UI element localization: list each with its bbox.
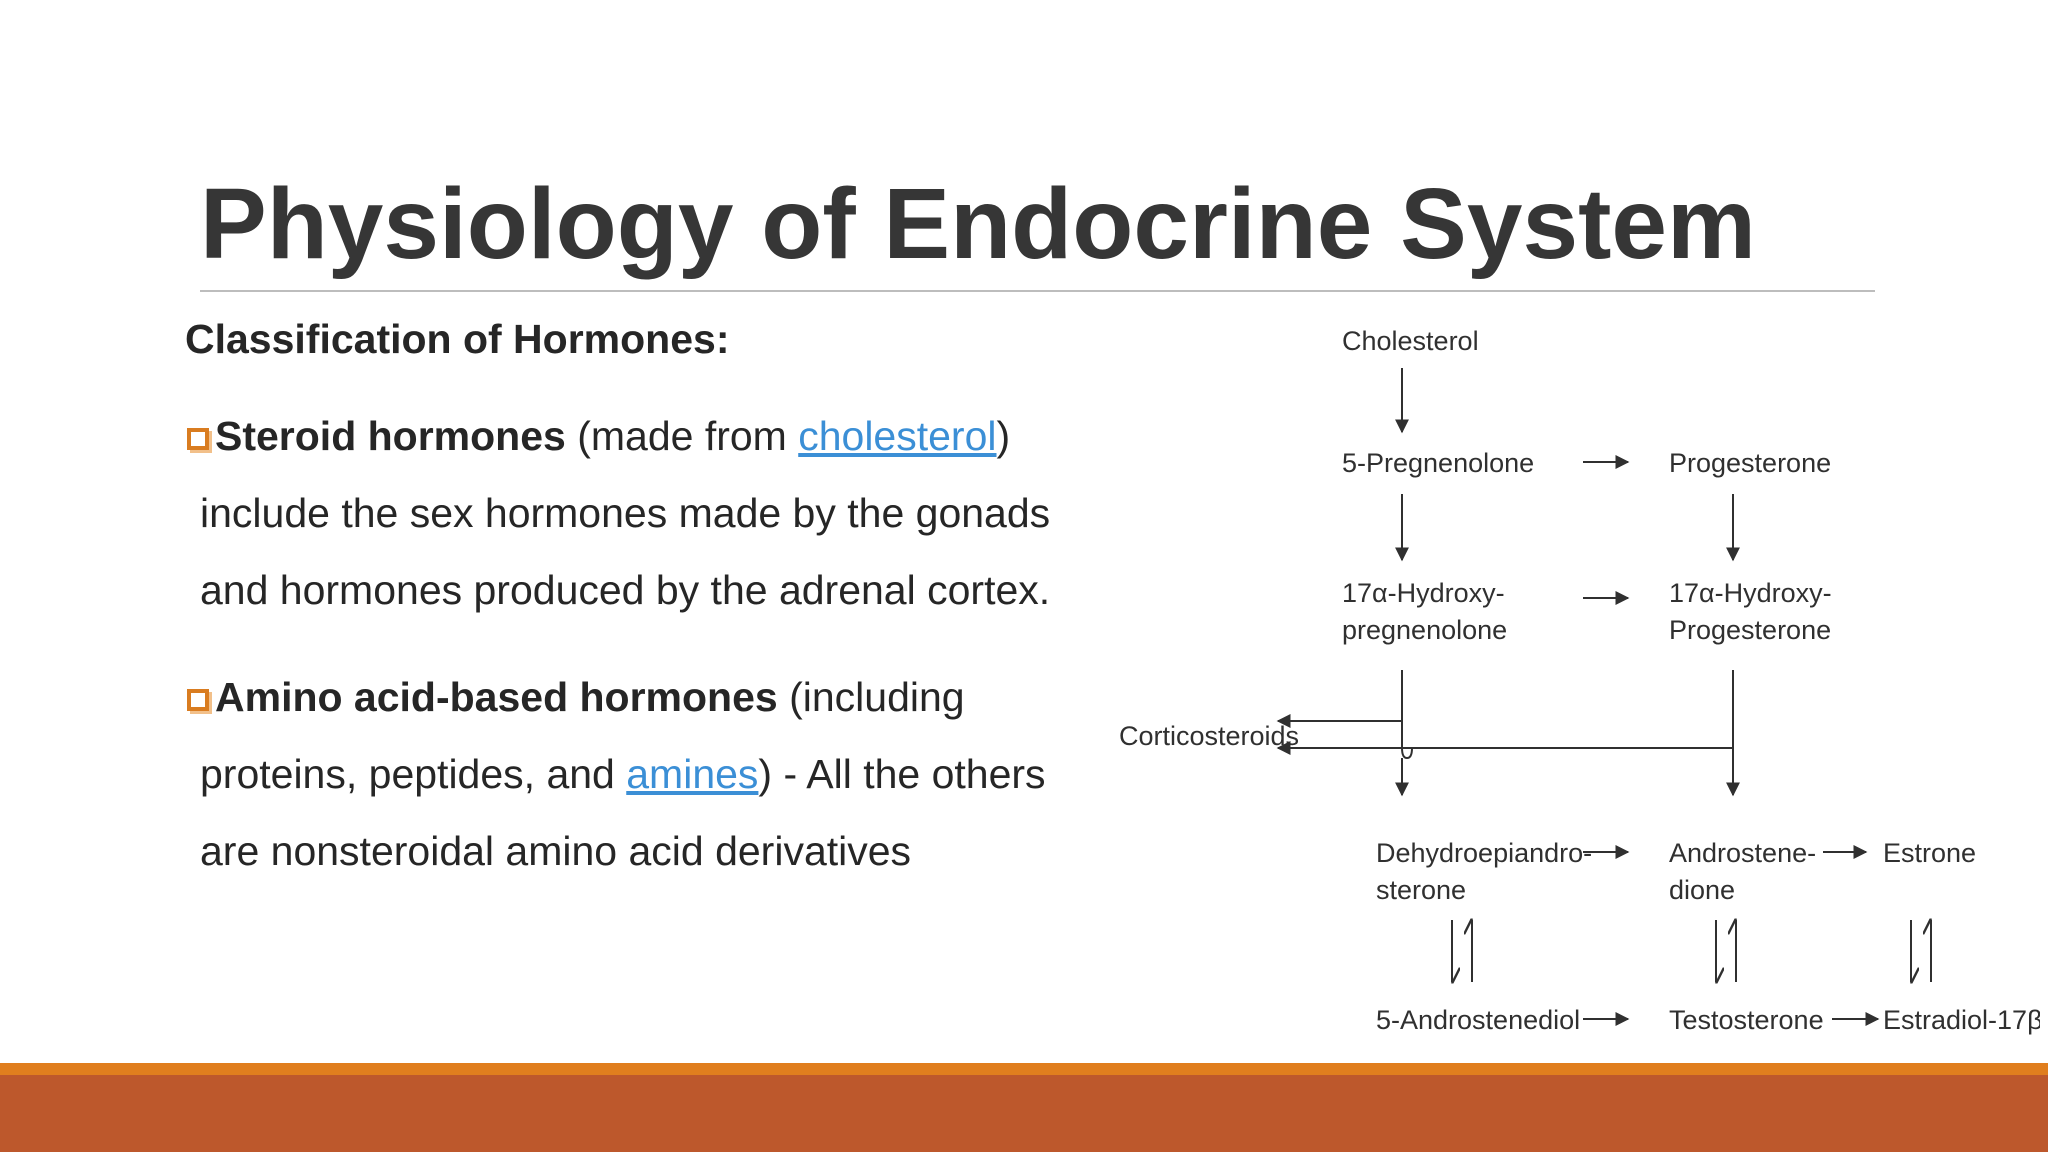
bullet-term: Amino acid-based hormones (215, 674, 778, 720)
node-17-hydroxy-progesterone-line1: 17α-Hydroxy- (1669, 578, 1832, 608)
slide-title: Physiology of Endocrine System (200, 168, 1756, 280)
checkbox-bullet-icon (187, 428, 209, 450)
bullet-text: (made from (565, 413, 799, 459)
steroid-synthesis-diagram: Cholesterol 5-Pregnenolone Progesterone … (1119, 326, 2040, 1035)
bullet-text: and hormones produced by the adrenal cor… (200, 567, 1051, 613)
branch-left-vertical (1401, 670, 1413, 760)
node-17-hydroxy-progesterone-line2: Progesterone (1669, 615, 1831, 645)
node-androstenedione-line2: dione (1669, 875, 1735, 905)
node-testosterone: Testosterone (1669, 1005, 1824, 1035)
node-corticosteroids: Corticosteroids (1119, 721, 1299, 751)
checkbox-bullet-icon (187, 689, 209, 711)
node-17-hydroxy-pregnenolone-line1: 17α-Hydroxy- (1342, 578, 1505, 608)
node-5-androstenediol: 5-Androstenediol (1376, 1005, 1580, 1035)
reversible-arrow-androstenedione (1716, 920, 1736, 982)
node-cholesterol: Cholesterol (1342, 326, 1479, 356)
node-androstenedione-line1: Androstene- (1669, 838, 1816, 868)
bullet-term: Steroid hormones (215, 413, 566, 459)
classification-heading: Classification of Hormones: (185, 316, 730, 362)
title-divider (200, 290, 1875, 292)
node-dhea-line2: sterone (1376, 875, 1466, 905)
footer-bar (0, 1075, 2048, 1152)
bullet-text: ) - All the others (758, 751, 1046, 797)
node-estradiol: Estradiol-17β (1883, 1005, 2040, 1035)
cholesterol-link[interactable]: cholesterol (798, 413, 997, 459)
reversible-arrow-dhea (1452, 920, 1472, 982)
node-dhea-line1: Dehydroepiandro- (1376, 838, 1592, 868)
reversible-arrow-estrone (1911, 920, 1931, 982)
node-17-hydroxy-pregnenolone-line2: pregnenolone (1342, 615, 1507, 645)
node-5-pregnenolone: 5-Pregnenolone (1342, 448, 1534, 478)
bullet-amino-acid-hormones: Amino acid-based hormones (including pro… (187, 659, 1097, 890)
bullet-text: include the sex hormones made by the gon… (200, 490, 1051, 536)
bullet-steroid-hormones: Steroid hormones (made from cholesterol)… (187, 398, 1097, 629)
bullet-text: proteins, peptides, and (200, 751, 627, 797)
bullet-text: ) (996, 413, 1011, 459)
bullet-text: (including (777, 674, 965, 720)
amines-link[interactable]: amines (626, 751, 759, 797)
footer-accent-stripe (0, 1063, 2048, 1075)
node-progesterone: Progesterone (1669, 448, 1831, 478)
bullet-text: are nonsteroidal amino acid derivatives (200, 828, 912, 874)
node-estrone: Estrone (1883, 838, 1976, 868)
